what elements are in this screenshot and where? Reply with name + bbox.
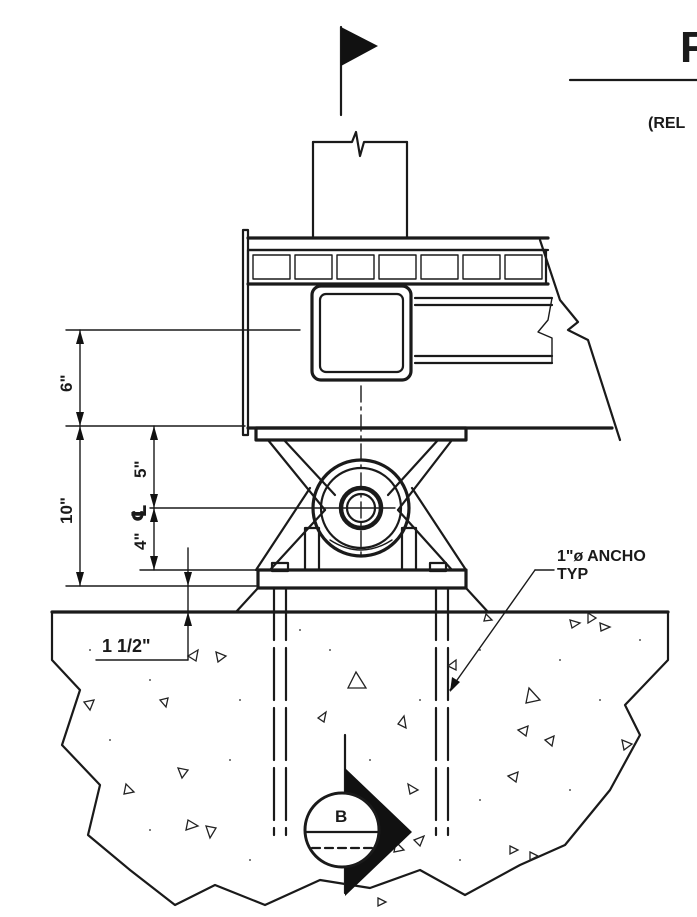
pedestal-left: [303, 526, 321, 572]
dim-label-5: 5": [131, 460, 150, 478]
anchor-label-line2: TYP: [557, 566, 588, 583]
housing-arc-2: [334, 547, 388, 558]
concrete-aggregate: [82, 611, 634, 908]
dimension-lines: 6" 10" 5" 4" ℄ 1 1/2": [57, 329, 301, 661]
grating-cells: [252, 254, 543, 280]
frame-lower-left-b: [254, 486, 312, 572]
base-plate: [256, 568, 468, 590]
title-fragment: F: [680, 23, 697, 72]
anchor-leader-diagonal: [449, 569, 536, 691]
foundation-outline: [50, 610, 670, 907]
section-marker: B: [303, 733, 412, 896]
upper-column: [311, 130, 409, 240]
square-tube-inner: [318, 292, 405, 374]
section-bubble: [303, 791, 381, 869]
grout-left: [234, 586, 260, 614]
lower-tube-break: [537, 297, 553, 364]
anchor-callout: 1"ø ANCHO TYP: [449, 548, 646, 692]
bearing-assembly: [149, 385, 490, 614]
concrete-foundation: [50, 586, 670, 908]
frame-leg-right-b: [386, 438, 440, 497]
nut-right: [428, 561, 448, 573]
frame-lower-left: [268, 508, 327, 572]
subtitle-fragment: (REL: [648, 115, 686, 132]
column-break-line: [311, 130, 409, 158]
pedestal-right: [400, 526, 418, 572]
nut-left: [270, 561, 290, 573]
flag-marker: [339, 25, 378, 117]
grout-right: [464, 586, 490, 614]
beam-diagonal-break: [538, 238, 622, 442]
truss-beam: [241, 228, 622, 442]
dim-label-4: 4": [131, 532, 150, 550]
concrete-stipple: [89, 629, 641, 861]
anchor-label-line1: 1"ø ANCHO: [557, 548, 646, 565]
section-marker-label: B: [335, 807, 347, 826]
dim-label-1-1-2: 1 1/2": [102, 636, 151, 656]
title-block: F (REL: [568, 23, 697, 132]
anchor-leader-arrow-icon: [450, 677, 460, 692]
housing-arc: [329, 539, 393, 551]
dim-label-10: 10": [57, 497, 76, 524]
flag-icon: [341, 27, 378, 66]
dim-label-6: 6": [57, 374, 76, 392]
frame-lower-right-b: [410, 486, 468, 572]
end-plate: [241, 228, 250, 437]
centerline-symbol: ℄: [129, 504, 151, 522]
square-tube-outer: [310, 284, 413, 382]
